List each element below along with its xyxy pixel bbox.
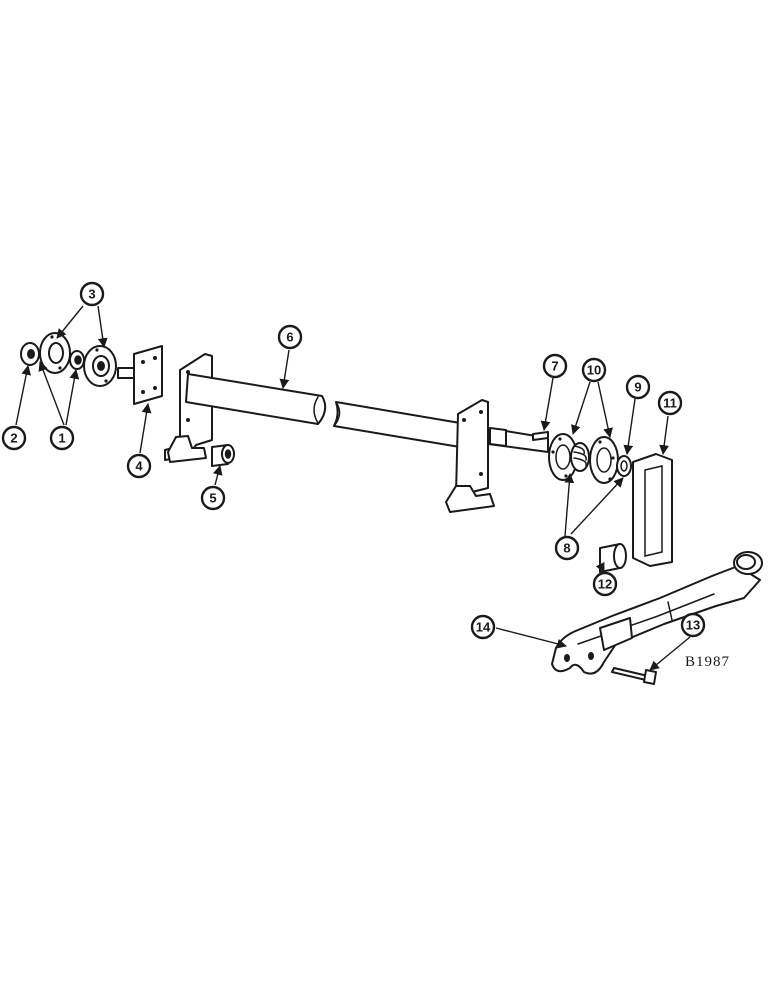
callout-1: 1 (49, 425, 75, 451)
flange-left-inner (83, 345, 117, 387)
leader-lines (15, 305, 691, 671)
svg-text:3: 3 (88, 287, 95, 302)
callout-9: 9 (625, 374, 651, 400)
nut-part (20, 342, 40, 366)
callout-10: 10 (581, 357, 607, 383)
callout-2: 2 (1, 425, 27, 451)
svg-text:14: 14 (476, 620, 491, 635)
callout-5: 5 (200, 485, 226, 511)
shaft-extension (487, 427, 549, 453)
svg-text:7: 7 (551, 359, 558, 374)
lever-link (632, 453, 673, 567)
callout-13: 13 (680, 612, 706, 638)
svg-text:5: 5 (209, 491, 216, 506)
callout-11: 11 (657, 390, 683, 416)
left-bracket (164, 353, 213, 463)
callout-3: 3 (79, 281, 105, 307)
callout-8: 8 (554, 535, 580, 561)
svg-text:11: 11 (663, 396, 677, 411)
svg-text:9: 9 (634, 380, 641, 395)
callout-7: 7 (542, 353, 568, 379)
svg-text:1: 1 (58, 431, 65, 446)
bushing-center (211, 444, 235, 467)
washer-part (616, 455, 632, 477)
svg-text:8: 8 (563, 541, 570, 556)
main-shaft (185, 373, 467, 449)
figure-code: B1987 (685, 654, 731, 670)
pin-part (532, 431, 549, 441)
callout-14: 14 (470, 614, 496, 640)
bushing-right (599, 543, 627, 573)
callout-12: 12 (592, 571, 618, 597)
svg-text:4: 4 (135, 459, 143, 474)
flange-left-outer (39, 332, 71, 374)
flange-right-inner (589, 436, 619, 484)
spring-part (570, 442, 590, 472)
svg-text:2: 2 (10, 431, 17, 446)
svg-text:13: 13 (686, 618, 700, 633)
callout-4: 4 (126, 453, 152, 479)
svg-text:12: 12 (598, 577, 612, 592)
bushing-left (69, 350, 85, 370)
right-bracket (445, 399, 495, 513)
bolt-part (611, 667, 657, 685)
callout-6: 6 (277, 324, 303, 350)
mounting-plate (133, 345, 163, 405)
svg-text:6: 6 (286, 330, 293, 345)
lift-arm (551, 551, 763, 675)
svg-text:10: 10 (587, 363, 601, 378)
